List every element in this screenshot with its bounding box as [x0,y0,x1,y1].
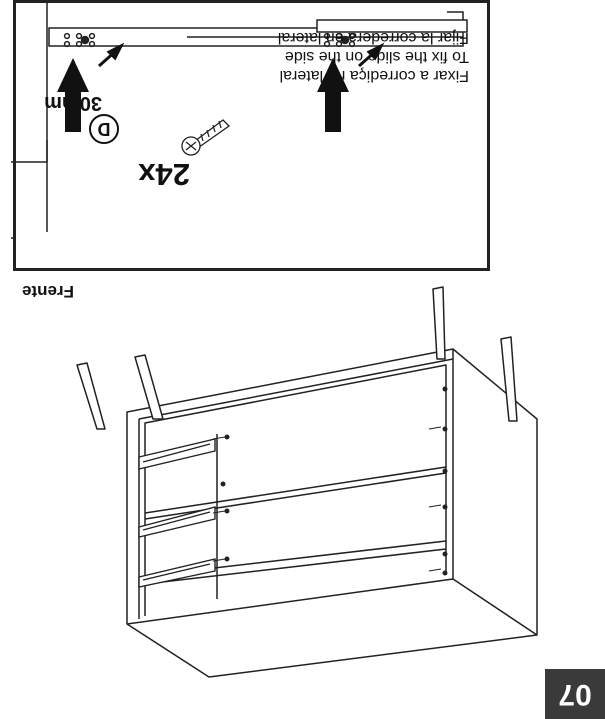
instruction-text: Fixar a corrediça na lateral To fix the … [278,28,469,85]
drawer-slide-icon [138,438,216,588]
rail-holes [63,32,356,48]
front-label: Frente [22,282,74,301]
screw-icon [181,119,231,156]
part-letter-badge: D [89,114,119,144]
arrow-up-icon [57,42,385,132]
slide-rail-diagram [11,0,468,239]
pointer-arrow-icon [98,42,385,68]
instruction-en: To fix the slide on the side [284,48,469,65]
instruction-pt: Fixar a corrediça na lateral [279,67,469,84]
detail-panel: 24x D 30mm Fixar a corrediça na lateral … [11,0,490,271]
instruction-es: Fijar la corredera en lateral [277,29,469,46]
measurement-label: 30mm [44,92,102,114]
quantity-label: 24x [138,157,190,192]
